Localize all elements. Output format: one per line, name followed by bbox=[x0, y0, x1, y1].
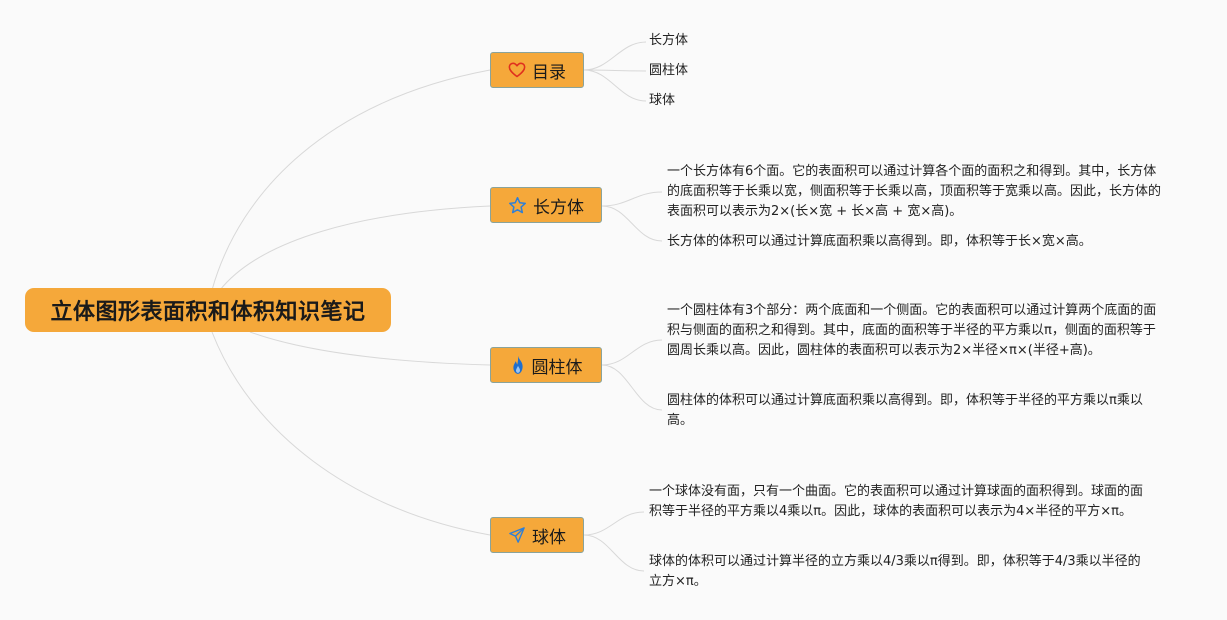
cylinder-volume-note: 圆柱体的体积可以通过计算底面积乘以高得到。即，体积等于半径的平方乘以π乘以高。 bbox=[667, 393, 1143, 428]
flame-icon bbox=[510, 355, 526, 375]
link-root-sphere bbox=[211, 331, 491, 536]
root-title: 立体图形表面积和体积知识笔记 bbox=[50, 300, 366, 325]
cylinder-surface-area-note: 一个圆柱体有3个部分：两个底面和一个侧面。它的表面积可以通过计算两个底面的面积与… bbox=[667, 303, 1157, 358]
link-cuboid-2 bbox=[601, 205, 663, 242]
link-root-cuboid bbox=[219, 205, 491, 291]
link-toc-1 bbox=[583, 41, 647, 71]
paper-plane-icon bbox=[508, 526, 526, 544]
link-toc-2 bbox=[583, 69, 647, 72]
toc-item-cylinder[interactable]: 圆柱体 bbox=[649, 63, 689, 78]
link-toc-3 bbox=[583, 69, 647, 102]
sphere-volume-note: 球体的体积可以通过计算半径的立方乘以4/3乘以π得到。即，体积等于4/3乘以半径… bbox=[649, 554, 1141, 589]
branch-toc[interactable]: 目录 bbox=[490, 52, 584, 88]
sphere-surface-area-note: 一个球体没有面，只有一个曲面。它的表面积可以通过计算球面的面积得到。球面的面积等… bbox=[649, 484, 1144, 519]
cuboid-surface-area-note: 一个长方体有6个面。它的表面积可以通过计算各个面的面积之和得到。其中，长方体的底… bbox=[667, 164, 1162, 219]
branch-cuboid[interactable]: 长方体 bbox=[490, 187, 602, 223]
root-topic[interactable]: 立体图形表面积和体积知识笔记 bbox=[25, 288, 391, 332]
star-icon bbox=[508, 196, 527, 215]
link-sphere-1 bbox=[583, 511, 645, 536]
toc-item-sphere[interactable]: 球体 bbox=[649, 93, 676, 108]
link-cuboid-1 bbox=[601, 191, 663, 207]
link-sphere-2 bbox=[583, 534, 645, 572]
cuboid-volume-note: 长方体的体积可以通过计算底面积乘以高得到。即，体积等于长×宽×高。 bbox=[667, 234, 1092, 249]
branch-label: 目录 bbox=[532, 62, 566, 83]
branch-cylinder[interactable]: 圆柱体 bbox=[490, 347, 602, 383]
link-cylinder-1 bbox=[601, 339, 663, 366]
toc-item-cuboid[interactable]: 长方体 bbox=[649, 33, 689, 48]
branch-label: 长方体 bbox=[533, 197, 584, 218]
heart-icon bbox=[508, 62, 526, 78]
branch-sphere[interactable]: 球体 bbox=[490, 517, 584, 553]
link-root-cylinder bbox=[249, 331, 491, 366]
branch-label: 球体 bbox=[532, 527, 566, 548]
link-cylinder-2 bbox=[601, 364, 663, 411]
link-root-toc bbox=[211, 69, 491, 291]
branch-label: 圆柱体 bbox=[531, 357, 583, 378]
